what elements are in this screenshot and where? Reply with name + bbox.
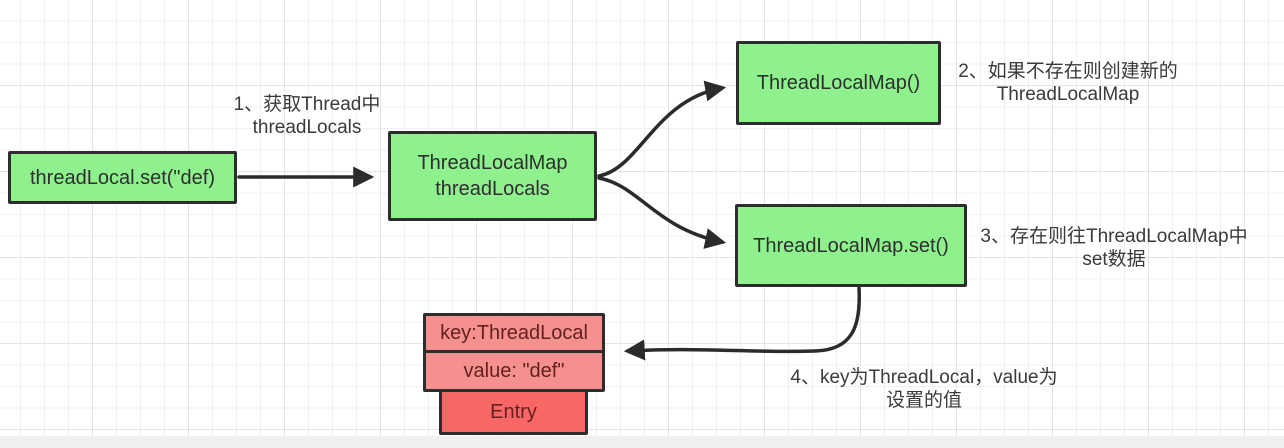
annotation-step1-line1: 1、获取Thread中 [233, 94, 381, 115]
node-entry-value-label: value: "def" [463, 360, 565, 382]
node-entry-key-label: key:ThreadLocal [440, 322, 588, 344]
node-threadlocalmap-constructor: ThreadLocalMap() [736, 41, 941, 125]
annotation-step1-line2: threadLocals [252, 117, 362, 138]
node-threadlocal-set-label: threadLocal.set("def) [30, 166, 215, 189]
annotation-step4-line2: 设置的值 [885, 390, 962, 411]
arrow-branch-to-map-new [597, 80, 727, 178]
node-entry: Entry [439, 389, 588, 435]
node-threadlocalmap-constructor-label: ThreadLocalMap() [756, 72, 921, 94]
annotation-step3-line2: set数据 [1082, 249, 1146, 270]
annotation-step3-line1: 3、存在则往ThreadLocalMap中 [980, 226, 1248, 247]
bottom-strip [0, 436, 1284, 448]
annotation-step4: 4、key为ThreadLocal，value为 设置的值 [778, 366, 1070, 412]
node-threadlocals: ThreadLocalMap threadLocals [388, 131, 597, 221]
annotation-step4-line1: 4、key为ThreadLocal，value为 [790, 367, 1058, 388]
node-threadlocals-line1: ThreadLocalMap [417, 152, 568, 174]
node-entry-key: key:ThreadLocal [423, 313, 605, 353]
annotation-step2-line2: ThreadLocalMap [996, 84, 1140, 105]
node-threadlocal-set: threadLocal.set("def) [8, 151, 237, 204]
annotation-step3: 3、存在则往ThreadLocalMap中 set数据 [973, 225, 1255, 271]
annotation-step1: 1、获取Thread中 threadLocals [217, 93, 397, 139]
arrow-mapset-to-entry [623, 286, 862, 361]
node-entry-value: value: "def" [423, 350, 605, 392]
node-threadlocalmap-set-label: ThreadLocalMap.set() [753, 234, 949, 257]
annotation-step2-line1: 2、如果不存在则创建新的 [958, 61, 1178, 82]
annotation-step2: 2、如果不存在则创建新的 ThreadLocalMap [948, 60, 1188, 106]
node-threadlocals-line2: threadLocals [435, 178, 550, 200]
node-threadlocalmap-set: ThreadLocalMap.set() [735, 204, 967, 287]
node-entry-label: Entry [490, 401, 537, 423]
arrow-branch-to-map-set [597, 176, 727, 249]
